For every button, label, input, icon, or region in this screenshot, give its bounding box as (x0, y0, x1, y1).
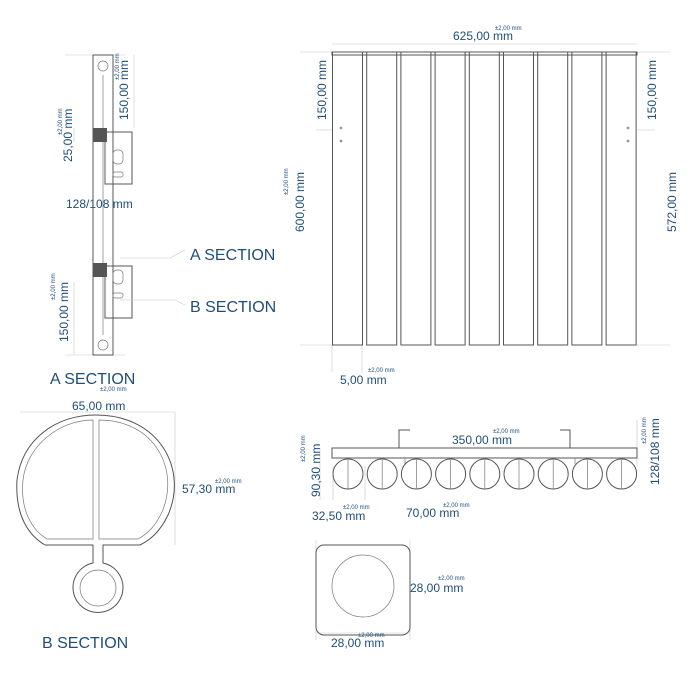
top-bracket-350: 350,00 mm (452, 433, 512, 447)
b-section-width-28: 28,00 mm (331, 636, 384, 650)
radiator-tube (332, 51, 363, 346)
a-section-round-tube (79, 569, 117, 607)
b-section-height-28: 28,00 mm (410, 581, 463, 595)
radiator-tube (605, 51, 637, 346)
radiator-tube (503, 51, 534, 346)
bottom-plug (97, 339, 109, 351)
front-gap-5-tol: ±2,00 mm (368, 368, 395, 374)
side-dim-128-108: 128/108 mm (66, 197, 133, 211)
radiator-tube (468, 51, 500, 346)
radiator-tubes (332, 51, 637, 346)
side-dim-25: 25,00 mm (61, 109, 75, 162)
top-dim-70: 70,00 mm (406, 506, 459, 520)
top-dim-90-tol: ±2,00 mm (301, 435, 307, 462)
top-dim-32: 32,50 mm (312, 509, 365, 523)
a-section-height-57-tol: ±2,00 mm (215, 479, 242, 485)
front-height-600-tol: ±2,00 mm (284, 168, 290, 195)
b-section-title: B SECTION (42, 635, 128, 652)
radiator-tube (571, 51, 603, 346)
top-view: 350,00 mm ±2,00 mm 90,30 mm ±2,00 mm 128… (301, 417, 662, 523)
top-view-header (331, 447, 638, 459)
side-dim-bottom-150: 150,00 mm (57, 282, 71, 342)
radiator-tube (537, 51, 569, 346)
top-view-tubes (332, 458, 638, 490)
front-width-625: 625,00 mm (453, 29, 513, 43)
b-section-square-profile (315, 544, 411, 636)
b-section-height-28-tol: ±2,00 mm (438, 576, 465, 582)
top-bracket-350-tol: ±2,00 mm (493, 429, 520, 435)
front-right-572: 572,00 mm (665, 172, 679, 232)
upper-mount-block (93, 128, 107, 142)
a-section-label: A SECTION (190, 247, 275, 264)
radiator-side-profile (92, 54, 114, 356)
a-section-width-65-tol: ±2,00 mm (100, 387, 127, 393)
a-section-right-chamber (98, 419, 169, 540)
front-height-600: 600,00 mm (293, 172, 307, 232)
radiator-tube (400, 51, 432, 346)
b-section-width-28-tol: ±2,00 mm (358, 633, 385, 639)
front-gap-5: 5,00 mm (340, 373, 387, 387)
a-section-view: A SECTION 65,00 mm ±2,00 mm 57,30 mm ±2,… (16, 371, 242, 613)
top-dim-128-108-tol: ±2,00 mm (642, 417, 648, 444)
front-left-150: 150,00 mm (315, 60, 329, 120)
side-view: 150,00 mm ±2,00 mm 25,00 mm ±2,00 mm 128… (51, 53, 276, 356)
a-section-outer-profile (16, 414, 175, 613)
upper-wall-bracket (104, 131, 133, 185)
radiator-tube (366, 51, 398, 346)
b-section-label: B SECTION (190, 299, 276, 316)
lower-mount-block (93, 263, 107, 277)
top-dim-70-tol: ±2,00 mm (443, 503, 470, 509)
side-dim-25-tol: ±2,00 mm (58, 108, 64, 135)
b-section-view: B SECTION 28,00 mm ±2,00 mm 28,00 mm ±2,… (42, 540, 465, 652)
top-dim-90: 90,30 mm (309, 444, 323, 497)
a-section-height-57: 57,30 mm (182, 482, 235, 496)
front-width-625-tol: ±2,00 mm (495, 26, 522, 32)
front-view: 625,00 mm ±2,00 mm 600,00 mm ±2,00 mm 15… (284, 26, 679, 387)
a-section-left-chamber (22, 419, 94, 540)
front-right-150: 150,00 mm (645, 60, 659, 120)
top-dim-32-tol: ±2,00 mm (343, 505, 370, 511)
lower-wall-bracket (104, 265, 133, 319)
a-section-title: A SECTION (50, 371, 135, 388)
b-section-circle (331, 554, 395, 618)
side-dim-top-150-tol: ±2,00 mm (115, 53, 121, 80)
side-dim-top-150: 150,00 mm (117, 60, 131, 120)
top-dim-128-108: 128/108 mm (648, 418, 662, 485)
side-dim-bottom-150-tol: ±2,00 mm (51, 273, 57, 300)
top-plug (97, 60, 109, 72)
a-section-width-65: 65,00 mm (72, 399, 125, 413)
radiator-tube (434, 51, 466, 346)
